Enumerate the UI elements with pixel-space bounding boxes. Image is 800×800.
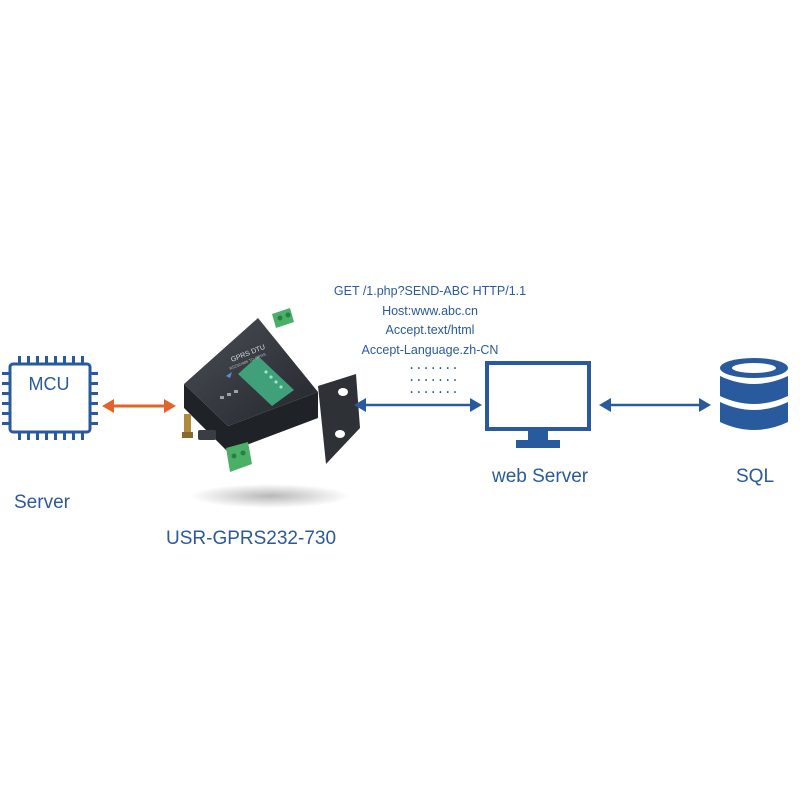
http-line-accept-language: Accept-Language.zh-CN — [361, 342, 499, 357]
mcu-dtu-arrow — [102, 399, 176, 413]
mcu-chip-icon — [2, 356, 98, 440]
http-line-accept: Accept.text/html — [385, 323, 475, 337]
webserver-sql-arrow — [599, 398, 711, 412]
dtu-caption: USR-GPRS232-730 — [166, 528, 337, 549]
dtu-webserver-arrow — [354, 398, 482, 412]
http-request-text: GET /1.php?SEND-ABC HTTP/1.1 Host:www.ab… — [312, 282, 548, 360]
gprs-dtu-device-image: GPRS DTU RS232/485 TO GPRS — [182, 308, 360, 508]
http-line-get: GET /1.php?SEND-ABC HTTP/1.1 — [333, 284, 527, 298]
http-continuation-3: ....... — [408, 382, 459, 396]
web-server-label: web Server — [492, 466, 589, 487]
mcu-label: MCU — [28, 374, 70, 394]
web-server-monitor-icon — [485, 361, 591, 448]
http-continuation-2: ....... — [408, 370, 459, 384]
http-continuation-1: ....... — [408, 358, 459, 372]
http-line-host: Host:www.abc.cn — [382, 303, 478, 318]
database-icon — [720, 358, 788, 430]
sql-label: SQL — [736, 466, 775, 487]
server-label: Server — [14, 492, 70, 513]
